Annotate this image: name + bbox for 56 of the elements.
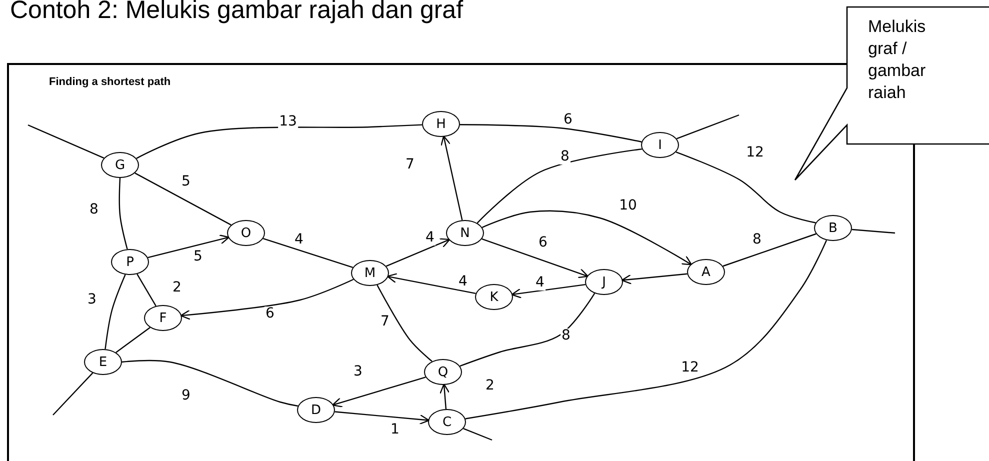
edge-line: [104, 274, 126, 350]
vertex-circle: M: [351, 260, 389, 286]
arrow: [621, 273, 688, 284]
arrow: [511, 284, 586, 298]
vertex-circle: F: [144, 305, 182, 331]
vertex-circle: I: [641, 132, 679, 158]
edge-line: [460, 124, 642, 142]
edge-line: [52, 372, 94, 416]
vertex-circle: P: [111, 249, 149, 275]
arrow: [440, 135, 463, 220]
arrow: [482, 238, 589, 278]
edge-line: [463, 428, 492, 441]
edge-line: [122, 360, 298, 407]
frame-heading: Finding a shortest path: [49, 76, 171, 88]
edge-weight: 8: [560, 150, 570, 164]
edge-line: [136, 124, 422, 159]
edge-line: [722, 233, 816, 267]
vertex-circle: B: [814, 215, 852, 241]
edge-line: [28, 124, 104, 159]
vertex-circle: H: [422, 111, 460, 137]
edge-line: [118, 178, 128, 250]
speech-callout: Melukis graf / gambar raiah: [790, 6, 989, 184]
arrow: [482, 210, 692, 266]
arrow: [180, 278, 354, 320]
vertex-circle: G: [101, 152, 139, 178]
vertex-circle: J: [585, 269, 623, 295]
arrow: [334, 411, 430, 425]
edge-line: [476, 148, 642, 224]
heading: Contoh 2: Melukis gambar rajah dan graf: [10, 0, 464, 25]
edge-line: [852, 228, 896, 234]
arrow: [440, 384, 450, 410]
edge-weight: 4: [458, 274, 468, 290]
edge-line: [676, 114, 740, 140]
arrow: [332, 376, 426, 408]
edge-weight: 4: [424, 230, 436, 246]
arrow: [148, 234, 230, 258]
arrow: [386, 238, 450, 267]
edge-line: [136, 274, 156, 306]
vertex-circle: O: [227, 220, 265, 246]
edge-line: [676, 151, 816, 224]
edge-line: [116, 327, 150, 353]
vertex-circle: K: [475, 284, 513, 310]
edge-line: [376, 284, 432, 362]
edge-line: [134, 172, 232, 226]
edge-weight: 4: [534, 276, 546, 290]
vertex-circle: D: [297, 397, 335, 423]
edge-line: [263, 238, 353, 268]
arrow: [386, 273, 476, 294]
edge-line: [465, 240, 828, 420]
edge-weight: 13: [278, 114, 298, 130]
vertex-circle: E: [84, 349, 122, 375]
vertex-circle: C: [428, 409, 466, 435]
vertex-circle: N: [446, 220, 484, 246]
vertex-circle: A: [687, 259, 725, 285]
vertex-circle: Q: [424, 359, 462, 385]
edge-line: [460, 292, 596, 367]
